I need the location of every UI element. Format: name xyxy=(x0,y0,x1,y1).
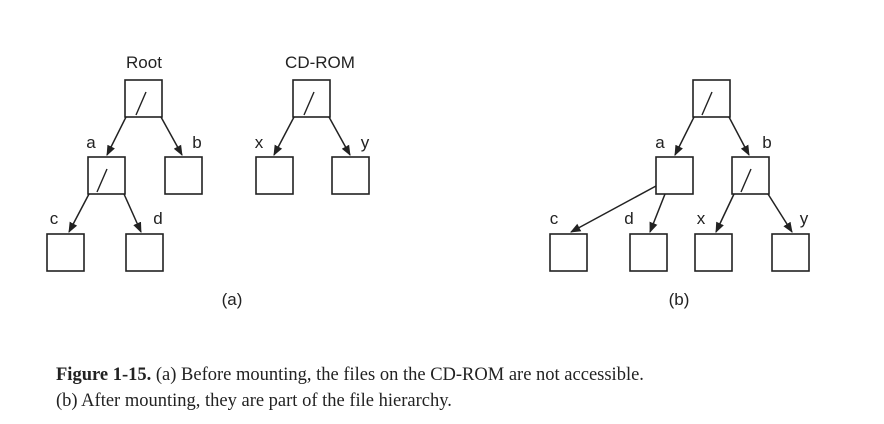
edge-root-to-b xyxy=(160,116,183,156)
label-y-b: y xyxy=(800,209,809,228)
file-c-box xyxy=(46,233,85,272)
label-b: b xyxy=(192,133,201,152)
subfigure-b-label: (b) xyxy=(669,290,690,309)
edge-a-to-c xyxy=(68,193,90,233)
root-directory-box xyxy=(124,79,163,118)
figure-caption: Figure 1-15. (a) Before mounting, the fi… xyxy=(56,362,856,414)
edge-root-to-a-b xyxy=(674,116,695,156)
edge-b-to-y-b xyxy=(767,193,793,233)
label-a: a xyxy=(86,133,96,152)
caption-line-1: Figure 1-15. (a) Before mounting, the fi… xyxy=(56,362,856,388)
edge-cdrom-to-x xyxy=(273,116,295,156)
label-c-b: c xyxy=(550,209,559,228)
mounting-figure: Root a b c d CD-ROM x y (a) a b xyxy=(46,53,810,309)
label-x-b: x xyxy=(697,209,706,228)
label-x: x xyxy=(255,133,264,152)
cdrom-label: CD-ROM xyxy=(285,53,355,72)
edge-b-to-x-b xyxy=(715,193,735,233)
edge-a-to-d-b xyxy=(649,193,666,233)
label-c: c xyxy=(50,209,59,228)
directory-a-box-b xyxy=(655,156,694,195)
file-d-box-b xyxy=(629,233,668,272)
edge-root-to-a xyxy=(106,116,127,156)
directory-a-box xyxy=(87,156,126,195)
diagram-b: a b c d x y (b) xyxy=(549,79,810,309)
subfigure-a-label: (a) xyxy=(222,290,243,309)
root-slash-b xyxy=(701,91,713,116)
file-y-box-b xyxy=(771,233,810,272)
dir-a-slash xyxy=(96,168,108,193)
root-label: Root xyxy=(126,53,162,72)
edge-a-to-c-b xyxy=(570,185,657,233)
file-y-box xyxy=(331,156,370,195)
caption-text-1: (a) Before mounting, the files on the CD… xyxy=(155,365,644,385)
file-c-box-b xyxy=(549,233,588,272)
figure-number: Figure 1-15. xyxy=(56,365,152,385)
label-y: y xyxy=(361,133,370,152)
file-x-box xyxy=(255,156,294,195)
label-a-b: a xyxy=(655,133,665,152)
edge-cdrom-to-y xyxy=(328,116,351,156)
diagram-a: Root a b c d CD-ROM x y (a) xyxy=(46,53,370,309)
file-b-box xyxy=(164,156,203,195)
caption-line-2: (b) After mounting, they are part of the… xyxy=(56,391,452,411)
root-slash xyxy=(135,91,147,116)
directory-b-box-b xyxy=(731,156,770,195)
file-d-box xyxy=(125,233,164,272)
cdrom-slash xyxy=(303,91,315,116)
root-directory-box-b xyxy=(692,79,731,118)
edge-root-to-b-b xyxy=(728,116,750,156)
dir-b-slash xyxy=(740,168,752,193)
edge-a-to-d xyxy=(123,193,142,233)
file-x-box-b xyxy=(694,233,733,272)
label-b-b: b xyxy=(762,133,771,152)
label-d: d xyxy=(153,209,162,228)
label-d-b: d xyxy=(624,209,633,228)
